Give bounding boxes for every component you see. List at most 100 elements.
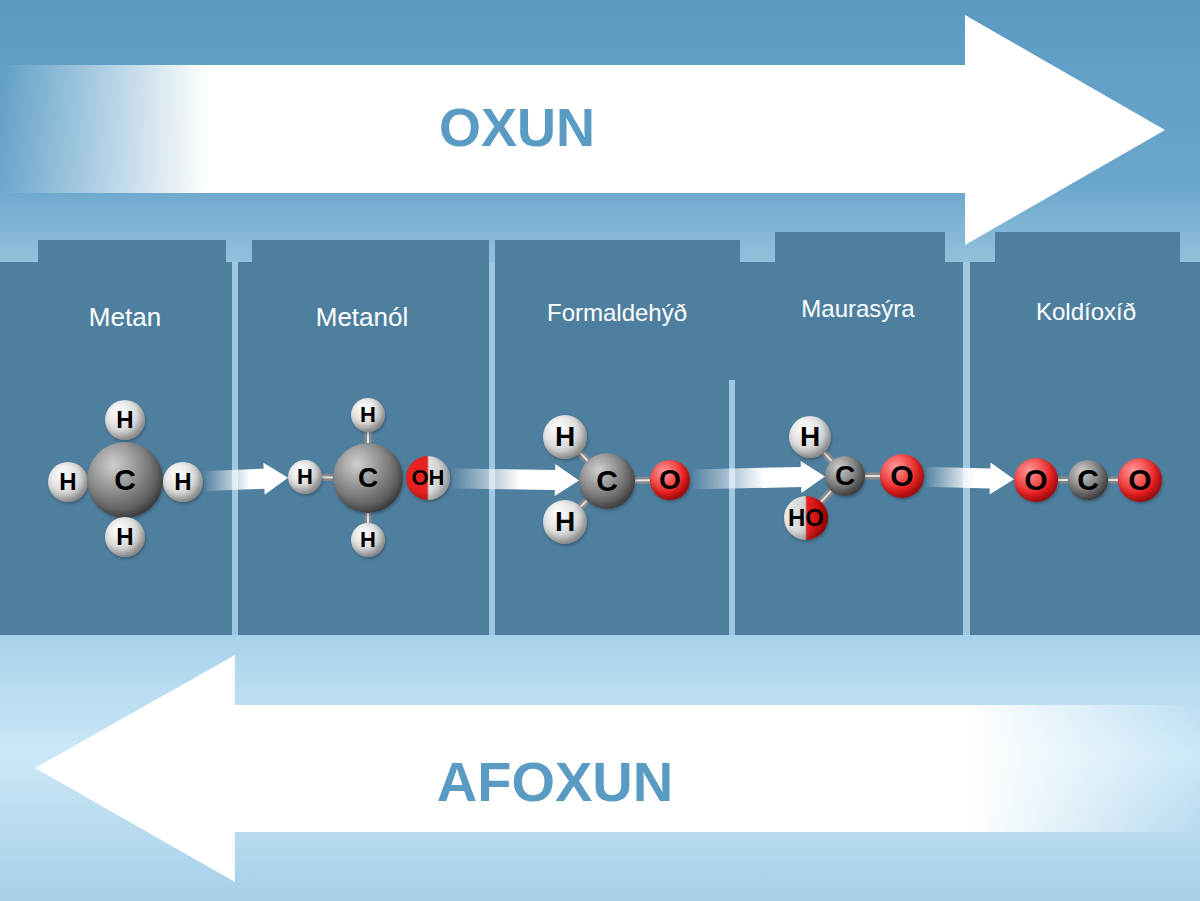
atom-circle: O: [1118, 458, 1162, 502]
atom-symbol: H: [555, 508, 575, 536]
atom-symbol: HO: [788, 506, 824, 530]
atom-circle: H: [543, 415, 587, 459]
atom-circle: HO: [784, 496, 828, 540]
reaction-arrow: [924, 463, 1014, 495]
bond: [1108, 480, 1118, 481]
panel-title: Formaldehýð: [547, 301, 687, 325]
atom-circle: OH: [406, 456, 450, 500]
bond-highlight: [635, 479, 650, 481]
atom-symbol: C: [114, 465, 136, 495]
arrow-shape: [924, 463, 1014, 495]
bond: [322, 477, 333, 478]
arrow-shape: [450, 464, 579, 496]
atom-circle: H: [789, 416, 831, 458]
bond-stick: [322, 474, 333, 481]
panel-box: FormaldehýðHC O H: [495, 262, 729, 635]
panel-box: KoldíoxíðOCO: [970, 262, 1200, 635]
bond: [368, 513, 369, 523]
atom-symbol: O: [1024, 465, 1047, 495]
bond-highlight: [824, 453, 832, 461]
atom-circle: H: [543, 500, 587, 544]
atom-circle: C: [1068, 460, 1108, 500]
bond-highlight: [821, 491, 831, 502]
bond: [865, 476, 880, 477]
atom-circle: C: [825, 456, 865, 496]
bond-stick: [821, 491, 831, 502]
atom-symbol: H: [360, 404, 376, 426]
atom-symbol: O: [1128, 465, 1151, 495]
arrow-body: [0, 15, 1165, 245]
bond-highlight: [322, 476, 333, 478]
atom-circle: H: [351, 398, 385, 432]
atom-circle: C: [333, 443, 403, 513]
bond-stick: [865, 473, 880, 480]
bond: [635, 480, 650, 481]
atom-symbol: H: [174, 470, 191, 494]
bond-highlight: [1108, 479, 1118, 481]
bond: [824, 453, 832, 461]
atom-symbol: C: [1077, 465, 1099, 495]
process-arrow: AFOXUN: [35, 655, 1200, 882]
bond-stick: [824, 453, 832, 461]
arrow-label: AFOXUN: [437, 754, 673, 810]
arrow-body: [35, 655, 1200, 882]
atom-symbol: C: [358, 464, 378, 492]
bond-highlight: [1058, 479, 1068, 481]
panel-gap: [0, 262, 1200, 635]
bond-highlight: [580, 453, 587, 461]
atom-symbol: H: [555, 423, 575, 451]
bond: [1058, 480, 1068, 481]
bond-stick: [1058, 477, 1068, 484]
atom-symbol: O: [659, 466, 681, 494]
atom-circle: H: [288, 460, 322, 494]
bond-highlight: [367, 513, 369, 523]
panel-shapes: [0, 232, 1200, 635]
atom-circle: C: [579, 453, 635, 509]
arrow-label: OXUN: [439, 100, 595, 154]
panel-title: Maurasýra: [801, 297, 914, 321]
atom-symbol: OH: [412, 467, 445, 489]
bond-highlight: [581, 501, 587, 507]
bond: [581, 501, 587, 507]
bond: [821, 491, 831, 502]
bond-stick: [1108, 477, 1118, 484]
atom-symbol: H: [116, 408, 133, 432]
bond-stick: [365, 432, 372, 443]
panel-box: MaurasýraHC O HO: [735, 262, 963, 635]
bond-stick: [581, 501, 587, 507]
atom-circle: H: [163, 462, 203, 502]
panel-box: MetanólH H C OH H: [238, 262, 489, 635]
atom-circle: O: [650, 460, 690, 500]
bond-stick: [635, 477, 650, 484]
arrow-shape: [203, 463, 288, 495]
atom-circle: C: [87, 442, 163, 518]
bond-stick: [580, 453, 587, 461]
bond-highlight: [865, 475, 880, 477]
reaction-arrow: [690, 461, 825, 493]
panel-title: Metanól: [316, 304, 409, 330]
atom-symbol: C: [835, 462, 855, 490]
reaction-arrow: [450, 464, 579, 496]
bond: [580, 453, 587, 461]
atom-symbol: O: [890, 461, 913, 491]
bond-highlight: [367, 432, 369, 443]
atom-symbol: H: [116, 525, 133, 549]
atom-circle: H: [105, 400, 145, 440]
bond-stick: [365, 513, 372, 523]
process-arrow: OXUN: [0, 15, 1165, 245]
reaction-arrow: [203, 463, 288, 495]
atom-symbol: C: [596, 466, 618, 496]
panel-title: Koldíoxíð: [1036, 300, 1136, 324]
atom-circle: H: [351, 523, 385, 557]
atom-circle: H: [48, 462, 88, 502]
atom-circle: H: [105, 517, 145, 557]
atom-symbol: H: [360, 529, 376, 551]
top-band: [0, 0, 1200, 262]
panel-title: Metan: [89, 304, 161, 330]
bottom-band: [0, 635, 1200, 901]
atom-symbol: H: [297, 466, 313, 488]
bond: [368, 432, 369, 443]
arrow-shape: [690, 461, 825, 493]
atom-symbol: H: [800, 423, 820, 451]
